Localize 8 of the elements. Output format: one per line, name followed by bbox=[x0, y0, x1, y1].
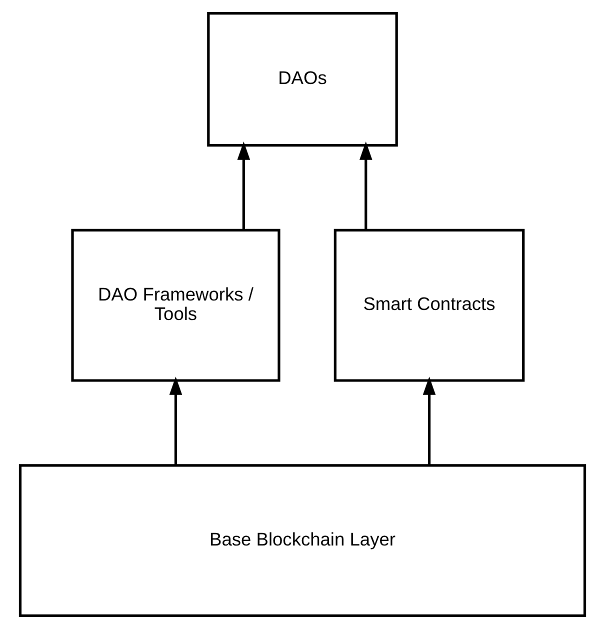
arrow bbox=[236, 142, 250, 230]
node-box: DAOs bbox=[206, 12, 398, 147]
arrow bbox=[422, 376, 436, 465]
arrow bbox=[168, 376, 182, 465]
node-box: DAO Frameworks / Tools bbox=[70, 228, 280, 382]
node-box: Base Blockchain Layer bbox=[18, 464, 586, 618]
arrow bbox=[358, 142, 372, 230]
node-box: Smart Contracts bbox=[333, 228, 524, 382]
